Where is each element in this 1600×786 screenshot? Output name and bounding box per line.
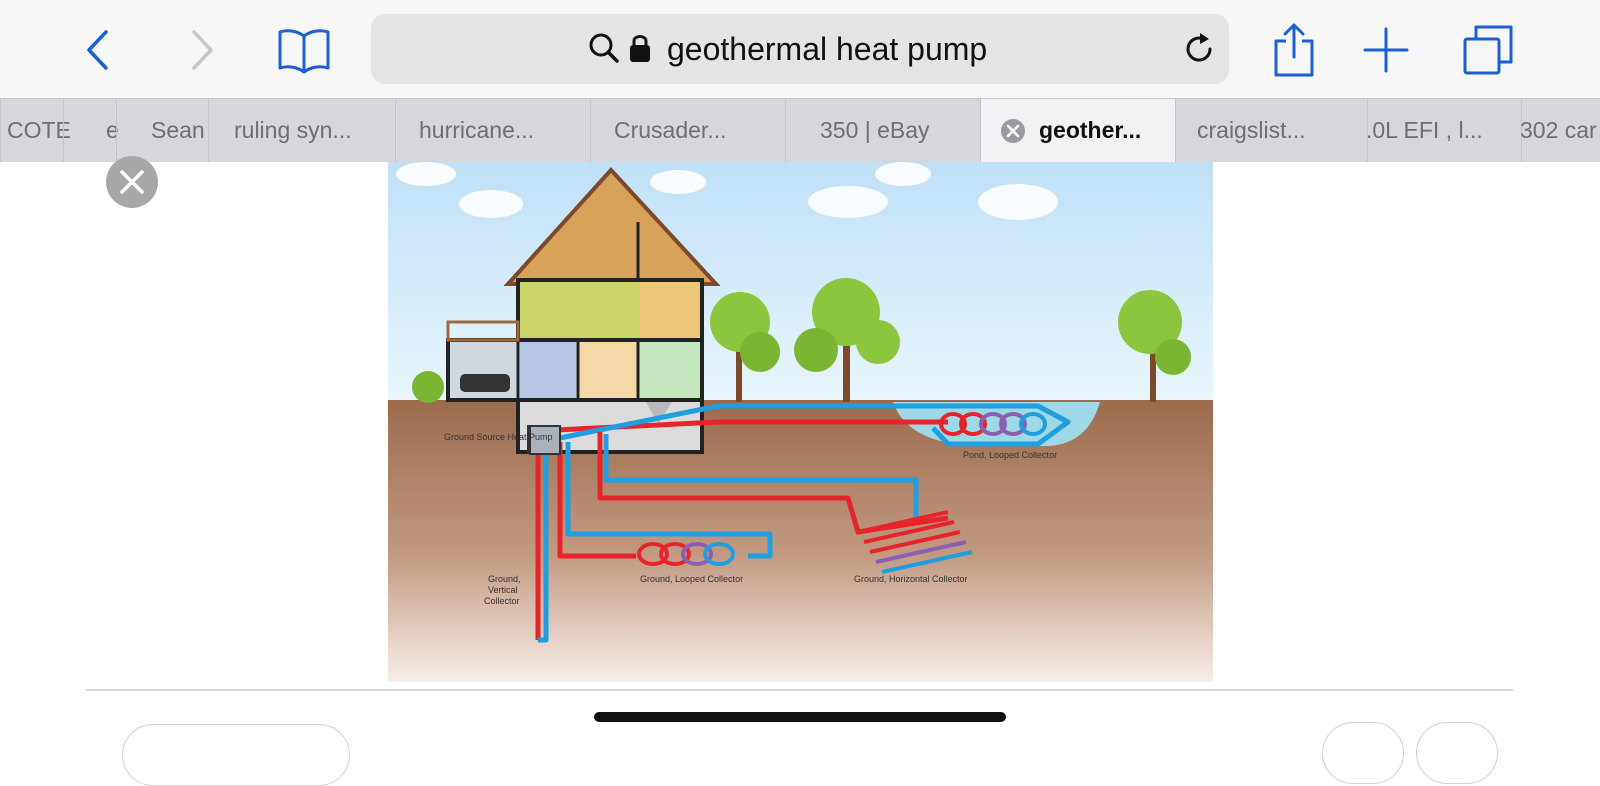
tab-ebay[interactable]: 350 | eBay	[785, 99, 980, 162]
label-ground-vertical-collector-2: Vertical	[488, 585, 518, 595]
tabs-overview-button[interactable]	[1452, 14, 1524, 86]
bookmarks-button[interactable]	[268, 14, 340, 86]
pond-coils	[939, 412, 987, 436]
forward-button[interactable]	[166, 14, 238, 86]
tab-label: Sean	[151, 117, 205, 143]
tab-label: Crusader...	[614, 117, 727, 143]
reload-icon[interactable]	[1181, 31, 1217, 67]
house	[446, 167, 721, 454]
tab-label: COTE	[7, 117, 71, 143]
loop-pipes	[535, 403, 1071, 643]
tab-efi[interactable]: .0L EFI , l...	[1366, 99, 1521, 162]
tab-ruling-syn[interactable]: ruling syn...	[208, 99, 395, 162]
tab-e[interactable]: e	[63, 99, 119, 162]
tab-close-button[interactable]	[1001, 119, 1025, 143]
tab-label: ruling syn...	[234, 117, 352, 143]
label-pond-looped-collector: Pond, Looped Collector	[963, 450, 1057, 460]
tab-label: .0L EFI , l...	[1366, 117, 1483, 143]
share-button[interactable]	[1258, 14, 1330, 86]
close-image-button[interactable]	[106, 156, 158, 208]
tab-bar: COTE e Sean ruling syn... hurricane... C…	[0, 98, 1600, 163]
chevron-right-icon	[192, 30, 213, 70]
close-icon	[120, 170, 144, 194]
ground	[388, 400, 1213, 682]
label-ground-vertical-collector-3: Collector	[484, 596, 520, 606]
partial-button-right-1[interactable]	[1322, 722, 1404, 784]
tab-geothermal-active[interactable]: geother...	[980, 99, 1175, 162]
tab-cote[interactable]: COTE	[0, 99, 71, 162]
tab-label: craigslist...	[1197, 117, 1306, 143]
tab-crusader[interactable]: Crusader...	[590, 99, 785, 162]
trees	[412, 278, 1191, 403]
tab-label: 350 | eBay	[820, 117, 930, 143]
back-button[interactable]	[62, 14, 134, 86]
tabs-icon	[1463, 25, 1513, 75]
partial-button-right-2[interactable]	[1416, 722, 1498, 784]
search-icon	[589, 33, 619, 63]
tab-label: hurricane...	[419, 117, 535, 143]
tab-302-car[interactable]: 302 car	[1520, 99, 1600, 162]
label-ground-horizontal-collector: Ground, Horizontal Collector	[854, 574, 968, 584]
tab-label: 302 car	[1520, 117, 1597, 143]
page-content: Ground Source Heat Pump Pond, Looped Col…	[0, 156, 1600, 786]
tab-craigslist[interactable]: craigslist...	[1175, 99, 1367, 162]
label-ground-looped-collector: Ground, Looped Collector	[640, 574, 743, 584]
tab-label: geother...	[1039, 117, 1142, 143]
address-bar[interactable]: geothermal heat pump	[371, 14, 1229, 84]
divider	[86, 689, 1513, 691]
browser-toolbar: geothermal heat pump	[0, 0, 1600, 98]
tab-label: e	[106, 117, 119, 143]
tab-hurricane[interactable]: hurricane...	[395, 99, 590, 162]
label-ground-source-heat-pump: Ground Source Heat Pump	[444, 432, 553, 442]
heat-pump-unit	[529, 425, 561, 455]
partial-button-left[interactable]	[122, 724, 350, 786]
share-icon	[1274, 23, 1314, 77]
lock-icon	[630, 35, 650, 62]
address-bar-text: geothermal heat pump	[667, 31, 988, 67]
horizontal-collector	[857, 510, 973, 574]
home-indicator	[594, 712, 1006, 722]
clouds	[396, 162, 1058, 220]
geothermal-diagram-image: Ground Source Heat Pump Pond, Looped Col…	[388, 162, 1213, 682]
new-tab-button[interactable]	[1350, 14, 1422, 86]
plus-icon	[1363, 27, 1409, 73]
close-icon	[1006, 124, 1020, 138]
label-ground-vertical-collector-1: Ground,	[488, 574, 521, 584]
book-icon	[278, 29, 330, 74]
tab-sean[interactable]: Sean	[116, 99, 208, 162]
chevron-left-icon	[87, 30, 108, 70]
